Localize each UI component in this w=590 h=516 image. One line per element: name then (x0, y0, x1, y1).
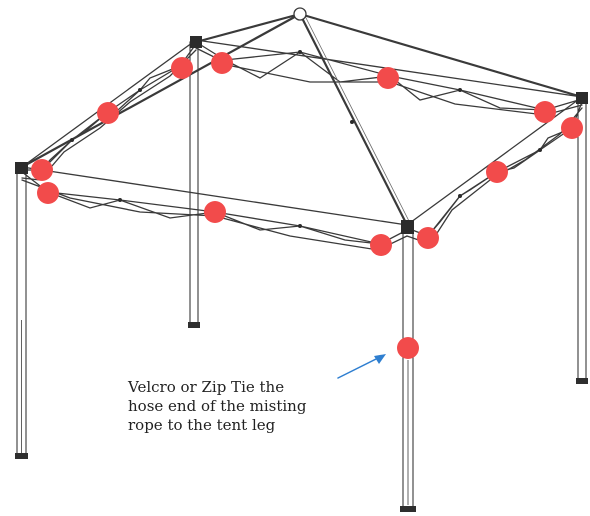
red-dot-icon (417, 227, 439, 249)
leg-back-right (577, 96, 587, 383)
truss-pin (350, 120, 354, 124)
red-dot-icon (397, 337, 419, 359)
arrow-icon (337, 354, 386, 379)
truss-pin (538, 148, 542, 152)
leg-foot-back-left (188, 322, 200, 328)
edge-front-left-to-front-center (21, 166, 408, 226)
truss-pin (298, 224, 302, 228)
joint-front-center (401, 220, 414, 234)
rafter-peak-to-back-left (194, 12, 302, 44)
tent-roof-frame (20, 12, 584, 251)
red-dot-icon (486, 161, 508, 183)
leg-foot-front-left (15, 453, 28, 459)
rafter-peak-to-back-right (298, 12, 584, 99)
truss-pin (138, 88, 142, 92)
peak-hub (293, 7, 307, 21)
red-dot-icon (97, 102, 119, 124)
attachment-points (31, 52, 583, 359)
callout-text: Velcro or Zip Tie the hose end of the mi… (128, 378, 307, 434)
leg-foot-back-right (576, 378, 588, 384)
leg-back-left (189, 41, 199, 328)
red-dot-icon (171, 57, 193, 79)
truss-pin (70, 138, 74, 142)
red-dot-icon (370, 234, 392, 256)
red-dot-icon (534, 101, 556, 123)
truss-pin (458, 88, 462, 92)
red-dot-icon (211, 52, 233, 74)
truss-pin (298, 50, 302, 54)
red-dot-icon (37, 182, 59, 204)
joint-back-right (576, 92, 588, 104)
red-dot-icon (561, 117, 583, 139)
rafter-peak-to-front-center-outline (303, 13, 412, 226)
rafter-peak-to-front-center (298, 12, 409, 227)
truss-pin (458, 194, 462, 198)
joint-back-left (190, 36, 202, 48)
rafter-peak-to-front-left (20, 12, 302, 169)
red-dot-icon (31, 159, 53, 181)
red-dot-icon (204, 201, 226, 223)
leg-foot-front-center (400, 506, 416, 512)
truss-pin (118, 198, 122, 202)
edge-back-right-to-front-center (406, 96, 583, 226)
joint-front-left (15, 162, 28, 174)
red-dot-icon (377, 67, 399, 89)
